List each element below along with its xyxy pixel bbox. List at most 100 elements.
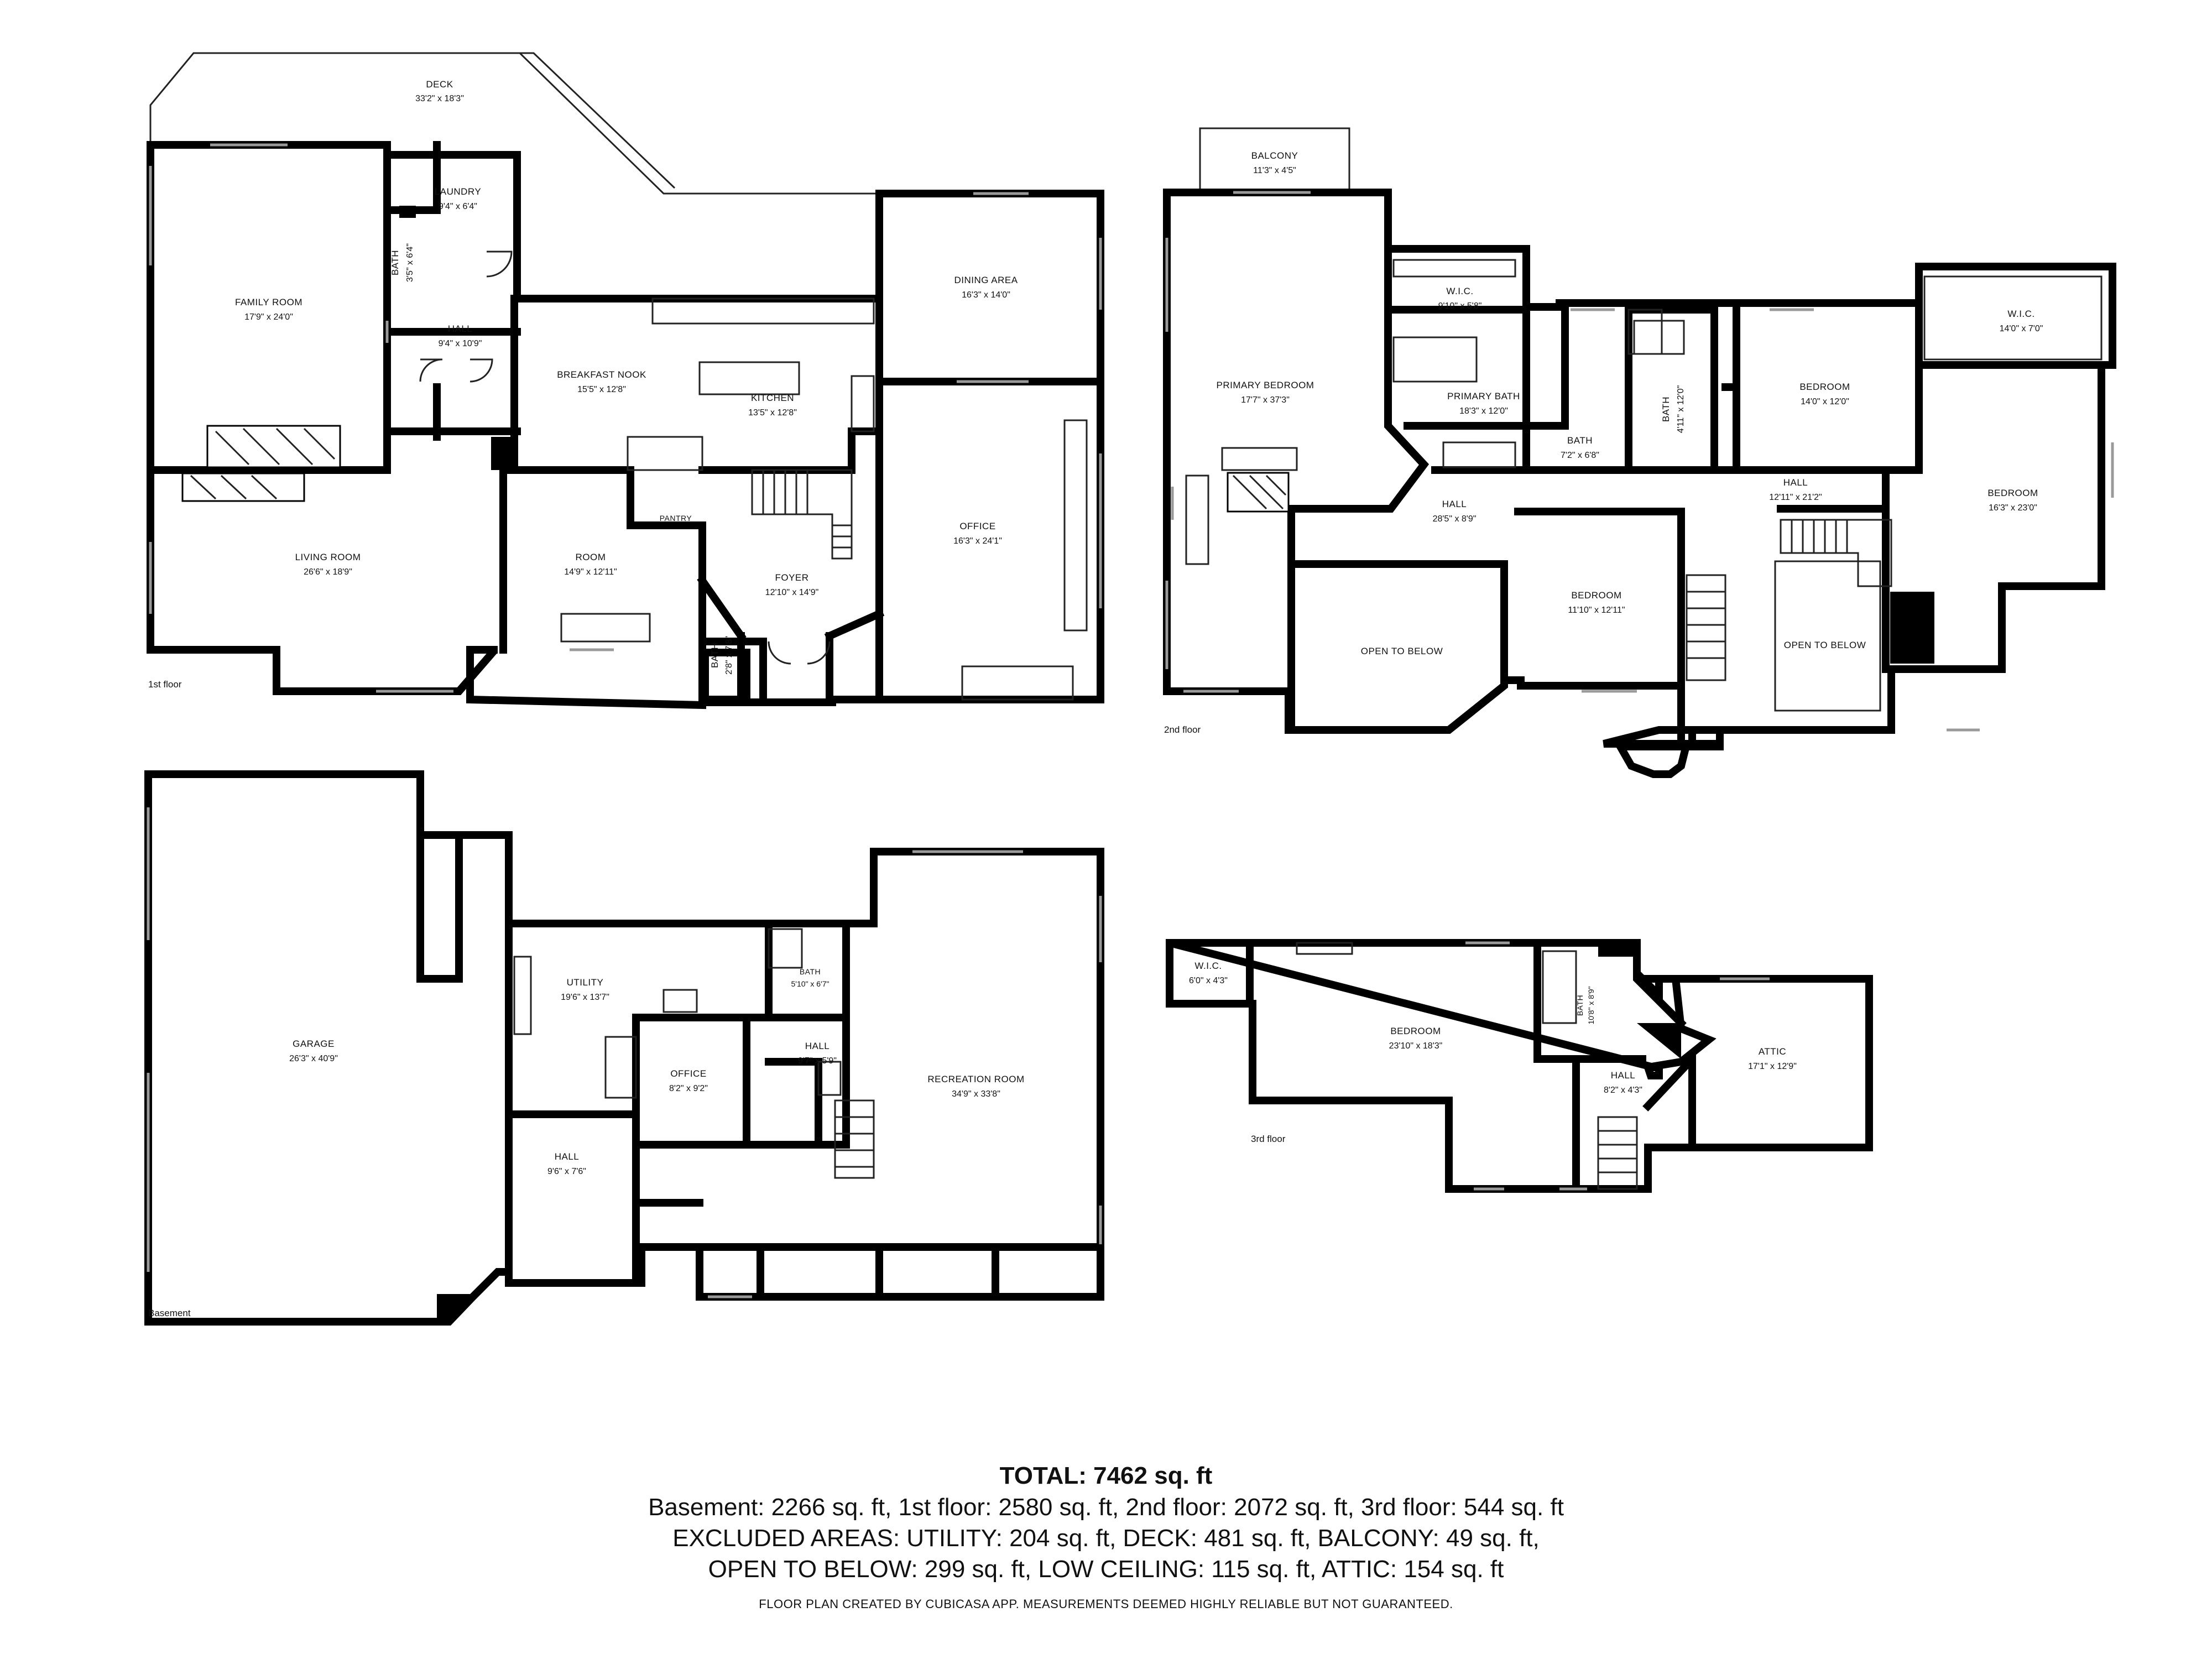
room-dims-wic-primary: 9'10" x 5'8" (1438, 301, 1482, 311)
room-dims-bedroom-b: 16'3" x 23'0" (1989, 503, 2037, 513)
room-dims-recreation-room: 34'9" x 33'8" (952, 1089, 1000, 1099)
first-floor-plan (147, 52, 1104, 709)
room-dims-bath-basement: 5'10" x 6'7" (791, 979, 830, 988)
room-name-open-below-b: OPEN TO BELOW (1784, 640, 1866, 650)
floor-label-third: 3rd floor (1251, 1134, 1286, 1144)
room-dims-primary-bath: 18'3" x 12'0" (1459, 406, 1508, 416)
room-name-balcony: BALCONY (1251, 150, 1298, 161)
room-dims-bedroom-a: 14'0" x 12'0" (1801, 397, 1849, 406)
third-floor-plan (1166, 939, 1873, 1193)
excluded-areas-line: EXCLUDED AREAS: UTILITY: 204 sq. ft, DEC… (672, 1525, 1540, 1552)
room-name-bath-foyer: BATH (709, 643, 720, 668)
floor-label-first: 1st floor (148, 679, 182, 690)
floor-label-second: 2nd floor (1164, 724, 1201, 735)
room-dims-living-room: 26'6" x 18'9" (304, 567, 352, 577)
room-name-living-room: LIVING ROOM (295, 552, 361, 562)
room-dims-bath-third: 10'8" x 8'9" (1587, 986, 1595, 1024)
room-dims-foyer: 12'10" x 14'9" (765, 588, 819, 597)
room-dims-room: 14'9" x 12'11" (564, 567, 617, 577)
room-name-open-below-a: OPEN TO BELOW (1361, 646, 1443, 656)
room-name-deck: DECK (426, 79, 453, 90)
total-area: TOTAL: 7462 sq. ft (999, 1462, 1213, 1489)
family-room-fireplace (206, 425, 341, 468)
deck-outline (149, 52, 879, 195)
room-name-attic: ATTIC (1759, 1046, 1786, 1057)
room-name-hall-basement-b: HALL (555, 1151, 580, 1162)
room-name-office-basement: OFFICE (670, 1068, 706, 1079)
room-dims-office-first: 16'3" x 24'1" (953, 536, 1002, 546)
room-name-recreation-room: RECREATION ROOM (927, 1074, 1024, 1084)
room-dims-wic-b: 14'0" x 7'0" (2000, 324, 2043, 333)
room-name-primary-bath: PRIMARY BATH (1447, 391, 1520, 401)
living-room-fireplace (181, 472, 305, 502)
room-name-hall: HALL (448, 324, 473, 334)
room-name-utility: UTILITY (567, 977, 604, 988)
floor-areas-line: Basement: 2266 sq. ft, 1st floor: 2580 s… (648, 1494, 1564, 1521)
room-name-bedroom-a: BEDROOM (1799, 382, 1850, 392)
room-dims-wic-third: 6'0" x 4'3" (1189, 976, 1228, 985)
room-dims-bedroom-third: 23'10" x 18'3" (1389, 1041, 1443, 1051)
room-dims-hall-third: 8'2" x 4'3" (1604, 1086, 1642, 1095)
room-name-hall-basement-a: HALL (805, 1041, 830, 1051)
room-name-wic-b: W.I.C. (2007, 309, 2034, 319)
basement-stairs (834, 1099, 875, 1179)
room-dims-hall-b: 12'11" x 21'2" (1769, 493, 1822, 502)
room-dims-balcony: 11'3" x 4'5" (1253, 166, 1296, 175)
room-name-family-room: FAMILY ROOM (235, 297, 302, 307)
room-dims-family-room: 17'9" x 24'0" (244, 312, 293, 322)
room-name-office-first: OFFICE (959, 521, 995, 531)
balcony-outline (1199, 127, 1350, 192)
room-name-kitchen: KITCHEN (751, 393, 794, 403)
room-name-breakfast-nook: BREAKFAST NOOK (557, 369, 646, 380)
room-dims-hall-a: 28'5" x 8'9" (1433, 514, 1477, 524)
room-name-bath-third: BATH (1575, 995, 1584, 1016)
second-floor-outer-wall (1163, 189, 2116, 778)
bathtub (1392, 336, 1478, 383)
room-dims-bath-b: 4'11" x 12'0" (1676, 385, 1686, 434)
floor-label-basement: Basement (148, 1308, 191, 1318)
room-name-laundry: LAUNDRY (435, 186, 481, 197)
second-floor-stairs (1686, 519, 1892, 681)
room-dims-dining-area: 16'3" x 14'0" (962, 290, 1010, 300)
room-name-foyer: FOYER (775, 572, 808, 583)
room-dims-breakfast-nook: 15'5" x 12'8" (577, 385, 626, 394)
room-name-bath-a: BATH (1567, 435, 1593, 446)
room-dims-hall-basement-a: 9'7" x 5'9" (798, 1056, 837, 1066)
room-name-garage: GARAGE (293, 1039, 335, 1049)
room-name-bedroom-b: BEDROOM (1987, 488, 2038, 498)
room-name-dining-area: DINING AREA (954, 275, 1018, 285)
room-name-primary-bedroom: PRIMARY BEDROOM (1217, 380, 1314, 390)
room-dims-kitchen: 13'5" x 12'8" (748, 408, 797, 418)
room-dims-hall-basement-b: 9'6" x 7'6" (547, 1167, 586, 1176)
room-dims-garage: 26'3" x 40'9" (289, 1054, 338, 1063)
room-dims-utility: 19'6" x 13'7" (561, 993, 609, 1002)
room-name-pantry: PANTRY (660, 514, 692, 523)
area-summary: TOTAL: 7462 sq. ft Basement: 2266 sq. ft… (0, 1460, 2212, 1611)
basement-outer-wall (144, 770, 1104, 1326)
room-dims-bath-small: 3'5" x 6'4" (405, 243, 415, 282)
room-dims-primary-bedroom: 17'7" x 37'3" (1241, 395, 1290, 405)
room-name-bedroom-c: BEDROOM (1571, 590, 1621, 601)
room-name-bath-small: BATH (390, 250, 400, 275)
room-dims-bath-foyer: 2'8" x 7'8" (724, 636, 734, 675)
third-floor-stairs (1597, 1116, 1638, 1190)
basement-plan (144, 770, 1104, 1326)
room-labels: DECK 33'2" x 18'3" LAUNDRY 9'4" x 6'4" B… (235, 79, 2043, 1176)
room-dims-office-basement: 8'2" x 9'2" (669, 1084, 708, 1093)
room-name-bedroom-third: BEDROOM (1390, 1026, 1441, 1036)
room-name-bath-b: BATH (1661, 397, 1671, 422)
excluded-areas-line-2: OPEN TO BELOW: 299 sq. ft, LOW CEILING: … (708, 1556, 1504, 1583)
kitchen-island (698, 361, 800, 395)
room-dims-deck: 33'2" x 18'3" (415, 94, 464, 103)
room-name-hall-a: HALL (1442, 499, 1467, 509)
room-name-hall-b: HALL (1783, 477, 1808, 488)
room-dims-bath-a: 7'2" x 6'8" (1561, 451, 1599, 460)
room-name-bath-basement: BATH (800, 967, 821, 976)
room-name-hall-third: HALL (1611, 1070, 1636, 1081)
room-name-wic-third: W.I.C. (1194, 961, 1222, 971)
second-floor-plan (1163, 127, 2116, 778)
kitchen-counter (651, 298, 875, 325)
first-floor-stairs (751, 469, 853, 560)
room-name-wic-primary: W.I.C. (1446, 286, 1473, 296)
room-dims-bedroom-c: 11'10" x 12'11" (1568, 606, 1625, 615)
